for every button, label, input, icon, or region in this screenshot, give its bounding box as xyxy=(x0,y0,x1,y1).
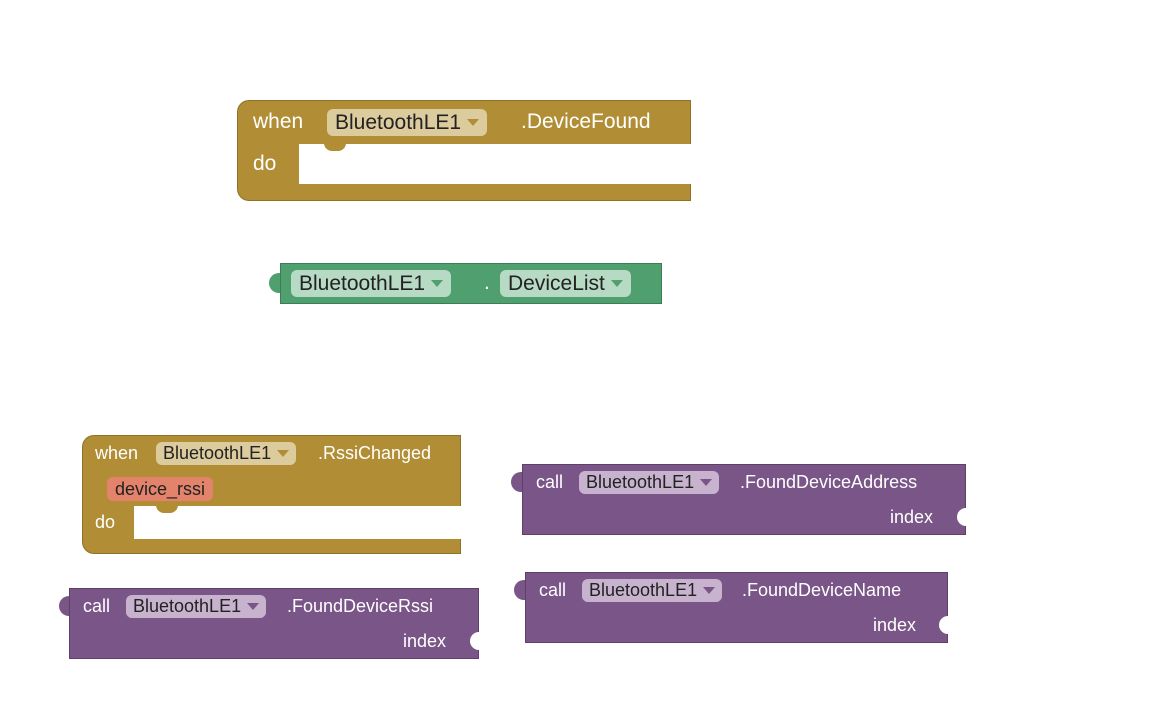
call-label: call xyxy=(539,580,567,600)
param-device-rssi[interactable]: device_rssi xyxy=(107,477,214,501)
component-dropdown[interactable]: BluetoothLE1 xyxy=(126,595,267,618)
event-block-side xyxy=(82,505,134,540)
component-name: BluetoothLE1 xyxy=(589,580,698,600)
component-name: BluetoothLE1 xyxy=(299,271,426,295)
event-name: .DeviceFound xyxy=(521,110,651,133)
component-name: BluetoothLE1 xyxy=(133,596,242,616)
chevron-down-icon xyxy=(467,119,480,126)
method-name: .FoundDeviceName xyxy=(742,580,902,600)
output-plug xyxy=(511,472,523,492)
call-label: call xyxy=(83,596,111,616)
event-block-side xyxy=(237,143,299,185)
do-label: do xyxy=(95,512,116,532)
when-label: when xyxy=(95,443,139,463)
input-socket[interactable] xyxy=(470,632,479,650)
chevron-down-icon xyxy=(610,280,623,287)
output-plug xyxy=(514,580,526,600)
arg-label-index: index xyxy=(873,615,917,635)
chevron-down-icon xyxy=(703,587,716,594)
component-name: BluetoothLE1 xyxy=(163,443,272,463)
component-dropdown[interactable]: BluetoothLE1 xyxy=(582,579,723,602)
call-label: call xyxy=(536,472,564,492)
component-dropdown[interactable]: BluetoothLE1 xyxy=(327,109,488,136)
chevron-down-icon xyxy=(277,450,290,457)
dot-separator: . xyxy=(484,271,490,294)
event-block-footer xyxy=(82,539,461,554)
arg-label-index: index xyxy=(890,507,934,527)
component-dropdown[interactable]: BluetoothLE1 xyxy=(579,471,720,494)
component-dropdown[interactable]: BluetoothLE1 xyxy=(156,442,297,465)
when-label: when xyxy=(253,110,304,133)
event-name: .RssiChanged xyxy=(318,443,432,463)
input-socket[interactable] xyxy=(957,508,966,526)
method-name: .FoundDeviceAddress xyxy=(740,472,918,492)
component-name: BluetoothLE1 xyxy=(335,110,462,134)
do-label: do xyxy=(253,152,277,175)
output-plug xyxy=(59,596,71,616)
statement-slot-notch xyxy=(324,143,346,151)
component-name: BluetoothLE1 xyxy=(586,472,695,492)
chevron-down-icon xyxy=(431,280,444,287)
property-name: DeviceList xyxy=(508,271,605,295)
arg-label-index: index xyxy=(403,631,447,651)
component-dropdown[interactable]: BluetoothLE1 xyxy=(291,270,452,297)
chevron-down-icon xyxy=(700,479,713,486)
output-plug xyxy=(269,273,281,293)
param-name: device_rssi xyxy=(115,479,206,499)
event-block-footer xyxy=(237,184,691,201)
method-name: .FoundDeviceRssi xyxy=(287,596,434,616)
property-dropdown[interactable]: DeviceList xyxy=(500,270,631,297)
input-socket[interactable] xyxy=(939,616,948,634)
chevron-down-icon xyxy=(247,603,260,610)
statement-slot-notch xyxy=(156,505,178,513)
